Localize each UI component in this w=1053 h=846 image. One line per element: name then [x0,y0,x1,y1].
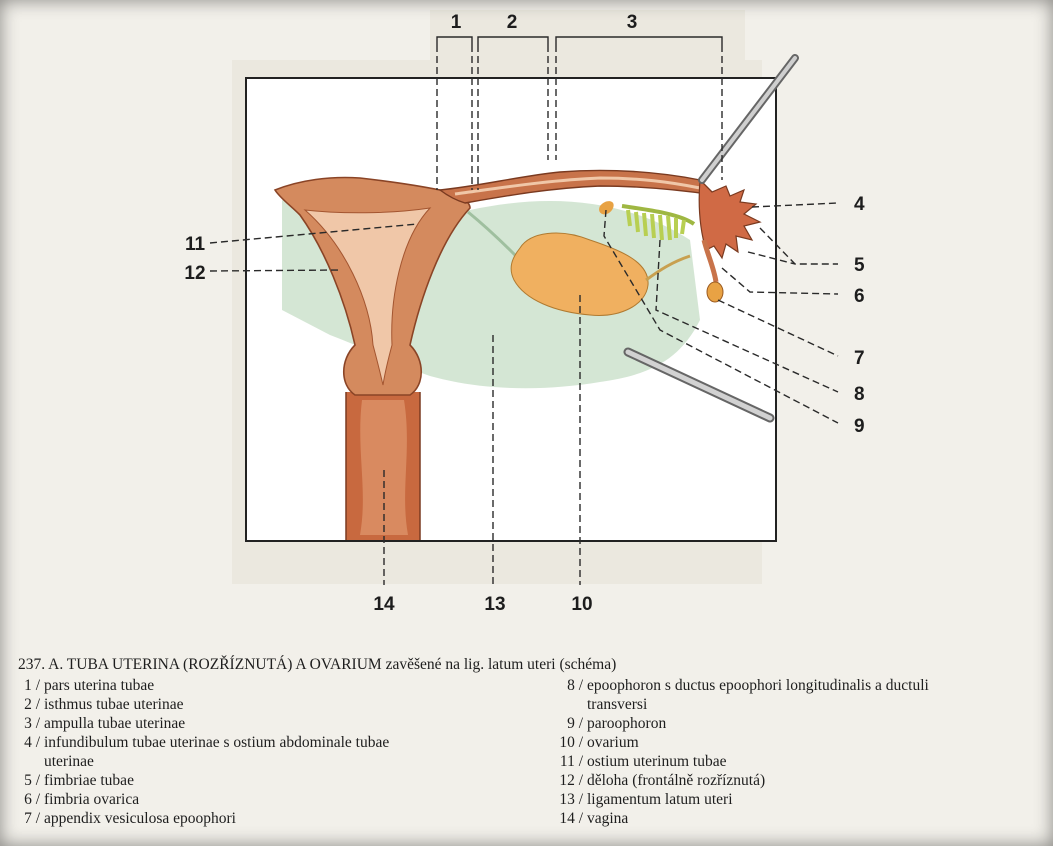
legend-item-continuation: uterinae [18,752,538,771]
legend-item-text: ampulla tubae uterinae [44,714,538,733]
legend-item-text: fimbria ovarica [44,790,538,809]
anatomy-diagram: 1 2 3 4 5 6 7 8 9 10 11 12 13 14 [0,0,1053,646]
legend-item-text: isthmus tubae uterinae [44,695,538,714]
caption-title: 237. A. TUBA UTERINA (ROZŘÍZNUTÁ) A OVAR… [18,655,616,674]
legend-right-column: 8 /epoophoron s ductus epoophori longitu… [553,676,1053,828]
legend-item-text: ostium uterinum tubae [587,752,1053,771]
label-14: 14 [373,594,395,615]
legend-item-number: 3 / [18,714,44,733]
legend-item-text: infundibulum tubae uterinae s ostium abd… [44,733,538,752]
label-10: 10 [571,594,592,615]
legend-item: 8 /epoophoron s ductus epoophori longitu… [553,676,1053,695]
legend-item: 13 /ligamentum latum uteri [553,790,1053,809]
label-5: 5 [854,255,865,276]
label-7: 7 [854,348,865,369]
legend-item-continuation: transversi [553,695,1053,714]
label-9: 9 [854,416,865,437]
legend-item: 7 /appendix vesiculosa epoophori [18,809,538,828]
label-12: 12 [184,263,205,284]
legend-item: 5 /fimbriae tubae [18,771,538,790]
legend-item: 10 /ovarium [553,733,1053,752]
figure-paper-top [430,10,745,66]
legend-item-text: epoophoron s ductus epoophori longitudin… [587,676,1053,695]
label-segment-2: 2 [507,12,518,33]
legend-item-number: 11 / [553,752,587,771]
legend-item: 14 /vagina [553,809,1053,828]
legend-item: 12 /děloha (frontálně rozříznutá) [553,771,1053,790]
legend-item: 2 /isthmus tubae uterinae [18,695,538,714]
label-13: 13 [484,594,505,615]
legend-item: 11 /ostium uterinum tubae [553,752,1053,771]
legend-item: 6 /fimbria ovarica [18,790,538,809]
legend-item-number: 5 / [18,771,44,790]
legend-item: 3 /ampulla tubae uterinae [18,714,538,733]
legend-item-text: fimbriae tubae [44,771,538,790]
legend-item: 1 /pars uterina tubae [18,676,538,695]
legend-item-number: 1 / [18,676,44,695]
legend-item-number: 2 / [18,695,44,714]
legend-item-number: 9 / [553,714,587,733]
legend-item-number: 12 / [553,771,587,790]
legend-item-text: ligamentum latum uteri [587,790,1053,809]
legend-item-text: děloha (frontálně rozříznutá) [587,771,1053,790]
label-11: 11 [185,234,206,255]
legend-item-text: appendix vesiculosa epoophori [44,809,538,828]
label-8: 8 [854,384,865,405]
legend-item-text: paroophoron [587,714,1053,733]
legend-item-text: pars uterina tubae [44,676,538,695]
legend-item-number: 4 / [18,733,44,752]
legend-item: 9 /paroophoron [553,714,1053,733]
legend-item-number: 13 / [553,790,587,809]
legend-item-number: 7 / [18,809,44,828]
legend-item-number: 6 / [18,790,44,809]
legend-item-text: vagina [587,809,1053,828]
legend-item-number: 8 / [553,676,587,695]
appendix-vesiculosa [707,282,723,302]
legend-item: 4 /infundibulum tubae uterinae s ostium … [18,733,538,752]
label-6: 6 [854,286,865,307]
label-4: 4 [854,194,865,215]
label-segment-3: 3 [627,12,638,33]
label-segment-1: 1 [451,12,462,33]
legend-item-number: 14 / [553,809,587,828]
legend-item-number: 10 / [553,733,587,752]
legend-item-text: ovarium [587,733,1053,752]
